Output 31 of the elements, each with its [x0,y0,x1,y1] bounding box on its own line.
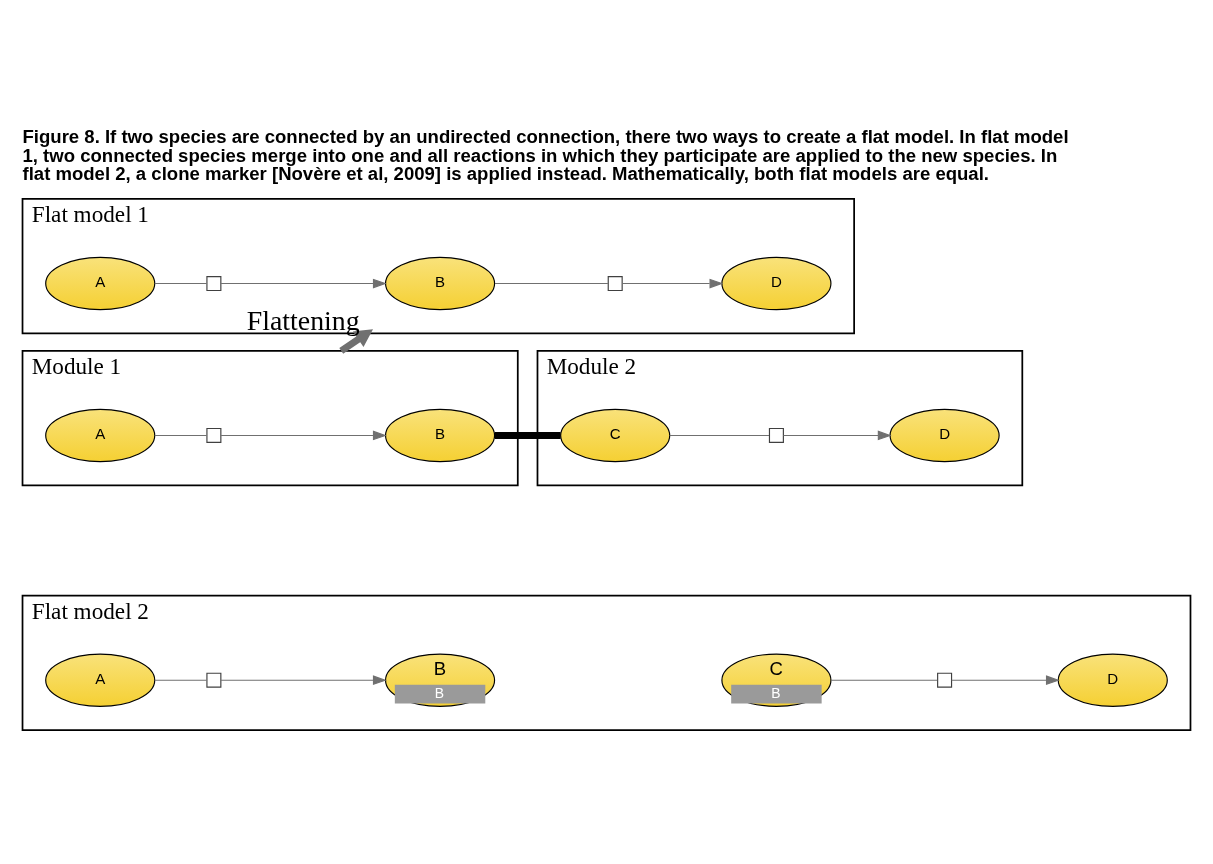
connector [494,282,609,285]
node-ellipse: B [384,408,496,463]
node-ellipse: C [560,408,671,463]
connector [669,434,770,437]
arrow [339,329,373,354]
node-ellipse: D [889,408,1000,463]
node-box [206,276,222,292]
arrow [220,430,387,441]
connector [494,432,561,439]
node-ellipse: A [45,408,156,463]
arrow [220,278,387,289]
node-ellipse: D [721,256,832,311]
node-box [937,672,953,688]
node-ellipse: D [1057,653,1168,707]
diagram-title: Figure 8. If two species are connected by an undirected connection, there two ways to create a flat model. In flat model 1, two connected species merge into one and all reactions in which they participate are applied to the new species. In flat model 2, a clone marker [Novère et al, 2009] is applied instead. Mathematically, both flat models are equal. [22,125,1069,185]
edge-label: Flattening [246,305,360,337]
node-ellipse: A [45,653,156,707]
arrow [220,675,387,686]
node-ellipse: B [384,256,496,311]
node-box [768,427,784,443]
node-box [206,427,222,443]
node-ellipse: A [45,256,156,311]
arrow [782,430,892,441]
arrow [951,675,1060,686]
connector [154,282,208,285]
node-box [607,276,623,292]
connector [154,679,208,681]
connector [154,434,208,437]
node-box [206,672,222,688]
connector [830,679,938,681]
arrow [621,278,724,289]
